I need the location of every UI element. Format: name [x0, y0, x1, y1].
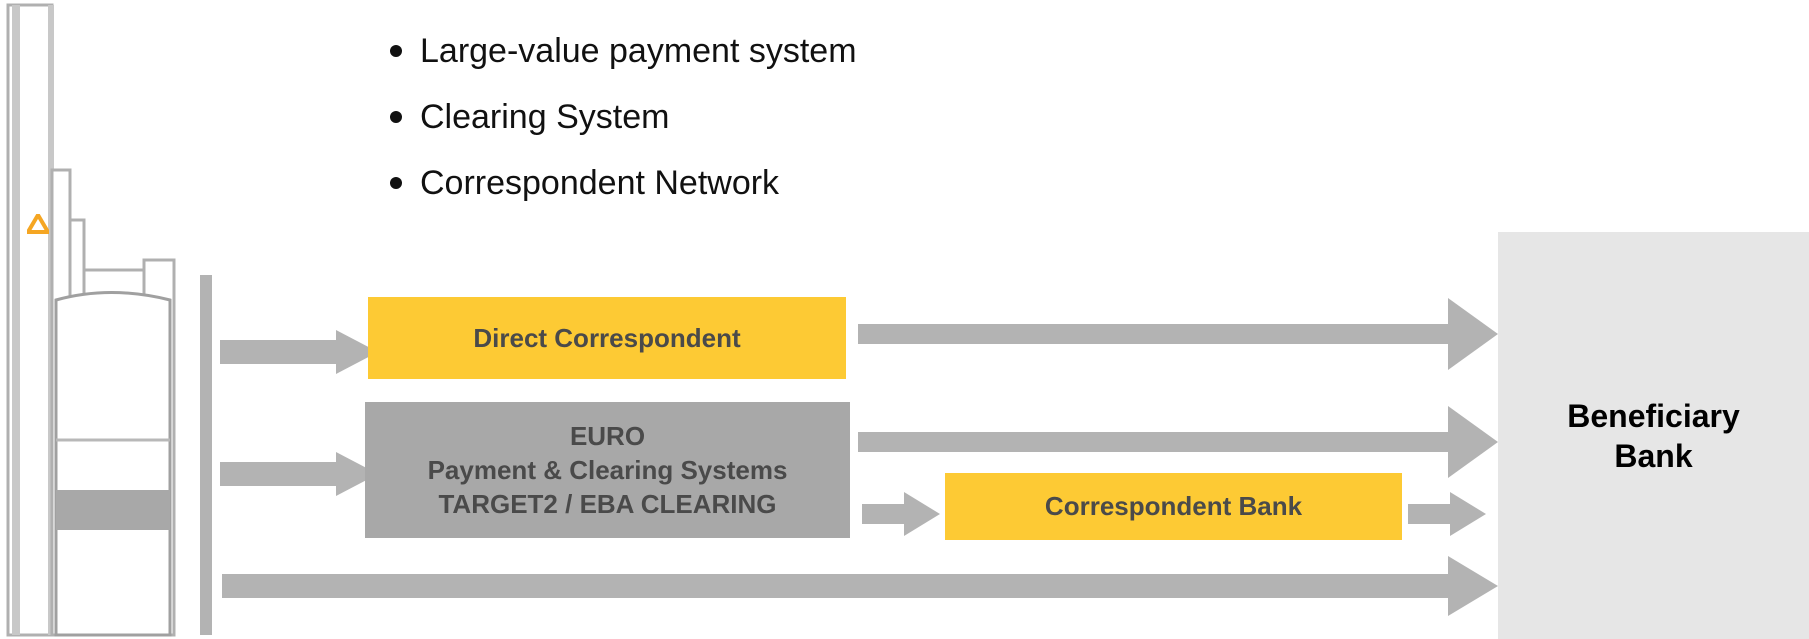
arrow-euro-to-correspondent-bank: [862, 492, 940, 536]
arrow-to-direct-correspondent: [220, 330, 380, 374]
bank-building-icon: [6, 3, 212, 637]
list-item: Correspondent Network: [390, 150, 857, 216]
bank-logo-icon: [27, 214, 49, 234]
bullet-dot: [390, 177, 402, 189]
euro-payment-clearing-box: EURO Payment & Clearing Systems TARGET2 …: [365, 402, 850, 538]
payment-channel-list: Large-value payment system Clearing Syst…: [390, 18, 857, 216]
list-item: Clearing System: [390, 84, 857, 150]
arrow-bank-to-beneficiary-bottom: [222, 556, 1498, 616]
arrow-to-euro-systems: [220, 452, 380, 496]
list-item: Large-value payment system: [390, 18, 857, 84]
arrow-correspondent-to-beneficiary: [1408, 492, 1486, 536]
correspondent-bank-box: Correspondent Bank: [945, 473, 1402, 540]
direct-correspondent-box: Direct Correspondent: [368, 297, 846, 379]
beneficiary-bank-box: Beneficiary Bank: [1498, 232, 1809, 639]
arrow-direct-to-beneficiary: [858, 298, 1498, 370]
bullet-dot: [390, 111, 402, 123]
bullet-dot: [390, 45, 402, 57]
arrow-euro-to-beneficiary: [858, 406, 1498, 478]
